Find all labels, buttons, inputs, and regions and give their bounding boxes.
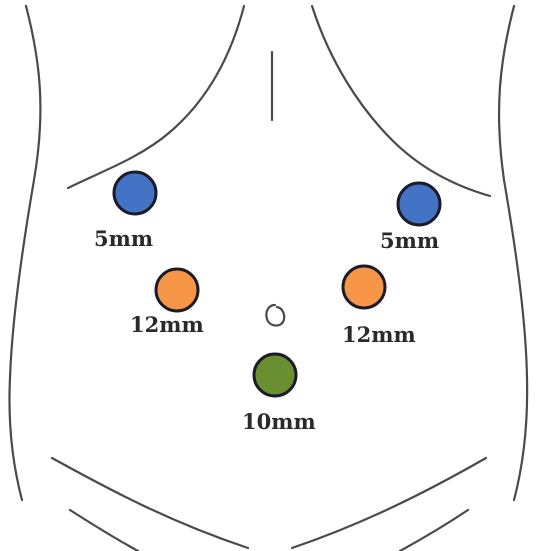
port-umbilical: 10mm — [242, 354, 316, 434]
torso-outline — [10, 6, 528, 551]
right-flank-line — [499, 6, 527, 500]
port-label-left-upper: 5mm — [94, 226, 153, 251]
port-label-left-middle: 12mm — [130, 312, 204, 337]
right-rib-line — [312, 6, 490, 196]
port-left-upper: 5mm — [94, 172, 156, 251]
port-12mm-circle-left — [156, 269, 198, 311]
inguinal-inner-left — [70, 510, 138, 551]
port-label-right-middle: 12mm — [342, 322, 416, 347]
inguinal-inner-right — [400, 510, 468, 551]
port-left-middle: 12mm — [130, 269, 204, 337]
port-label-right-upper: 5mm — [380, 228, 439, 253]
navel-mark — [266, 305, 284, 326]
port-label-umbilical: 10mm — [242, 409, 316, 434]
inguinal-line-right — [292, 458, 486, 548]
port-12mm-circle-right — [343, 266, 385, 308]
port-right-upper: 5mm — [380, 183, 440, 253]
inguinal-line-left — [52, 458, 248, 548]
port-10mm-circle — [254, 354, 296, 396]
port-5mm-circle-right — [398, 183, 440, 225]
port-5mm-circle-left — [114, 172, 156, 214]
left-rib-line — [68, 6, 244, 188]
port-right-middle: 12mm — [342, 266, 416, 347]
left-flank-line — [10, 6, 41, 500]
